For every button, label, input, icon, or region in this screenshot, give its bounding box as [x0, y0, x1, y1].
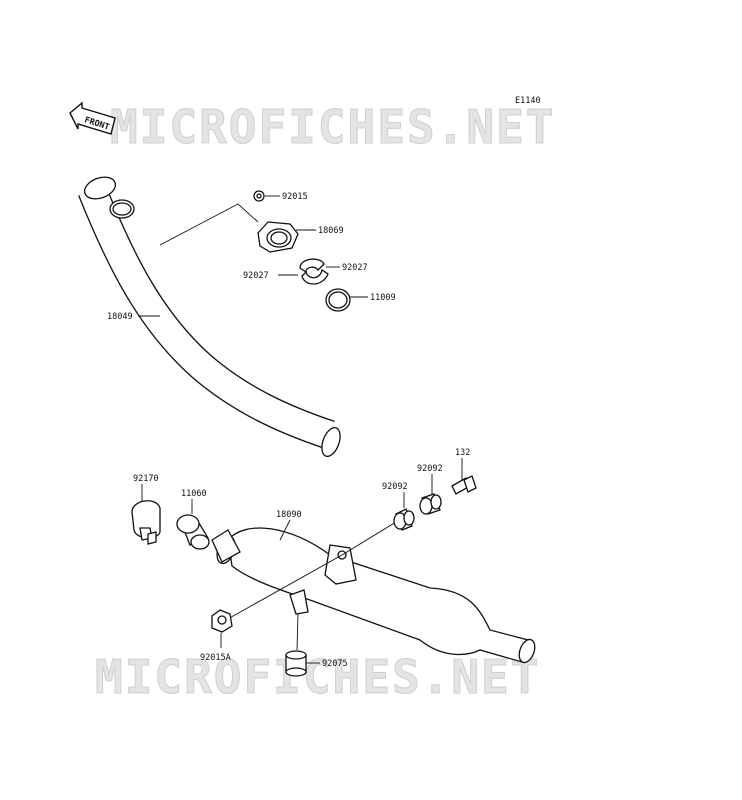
bolt-132: [451, 475, 477, 495]
clamp-92170: [131, 500, 161, 545]
diagram-code: E1140: [515, 96, 541, 106]
flange-gasket-18069: [257, 221, 299, 253]
damper-92092-b: [419, 493, 442, 515]
gasket-ring-11009: [325, 288, 351, 312]
nut-92015A: [211, 609, 233, 633]
watermark-top: MICROFICHES.NET: [110, 100, 555, 154]
label-92027-left: 92027: [243, 271, 269, 281]
label-11060: 11060: [181, 489, 207, 499]
label-92015A: 92015A: [200, 653, 231, 663]
collar-92027: [299, 258, 329, 285]
leader-mount-upper: [341, 521, 397, 556]
label-18069: 18069: [318, 226, 344, 236]
watermark-bottom: MICROFICHES.NET: [95, 650, 540, 704]
header-pipe-18049: [78, 176, 341, 458]
label-11009: 11009: [370, 293, 396, 303]
front-arrow-icon: FRONT: [69, 101, 116, 135]
leader-mount-bottom: [296, 613, 299, 651]
label-18090: 18090: [276, 510, 302, 520]
leader-mount-lower: [225, 554, 343, 621]
label-92015: 92015: [282, 192, 308, 202]
label-92075: 92075: [322, 659, 348, 669]
leader-18090: [279, 519, 291, 541]
damper-92092-a: [393, 508, 415, 531]
muffler-18090: [211, 527, 536, 664]
damper-92075: [285, 650, 307, 677]
nut-92015: [253, 190, 265, 202]
leader-18049-gasket: [159, 203, 259, 246]
sleeve-11060: [176, 514, 210, 550]
label-92092-b: 92092: [417, 464, 443, 474]
label-132: 132: [455, 448, 470, 458]
label-92092-a: 92092: [382, 482, 408, 492]
label-92027-right: 92027: [342, 263, 368, 273]
label-92170: 92170: [133, 474, 159, 484]
label-18049: 18049: [107, 312, 133, 322]
